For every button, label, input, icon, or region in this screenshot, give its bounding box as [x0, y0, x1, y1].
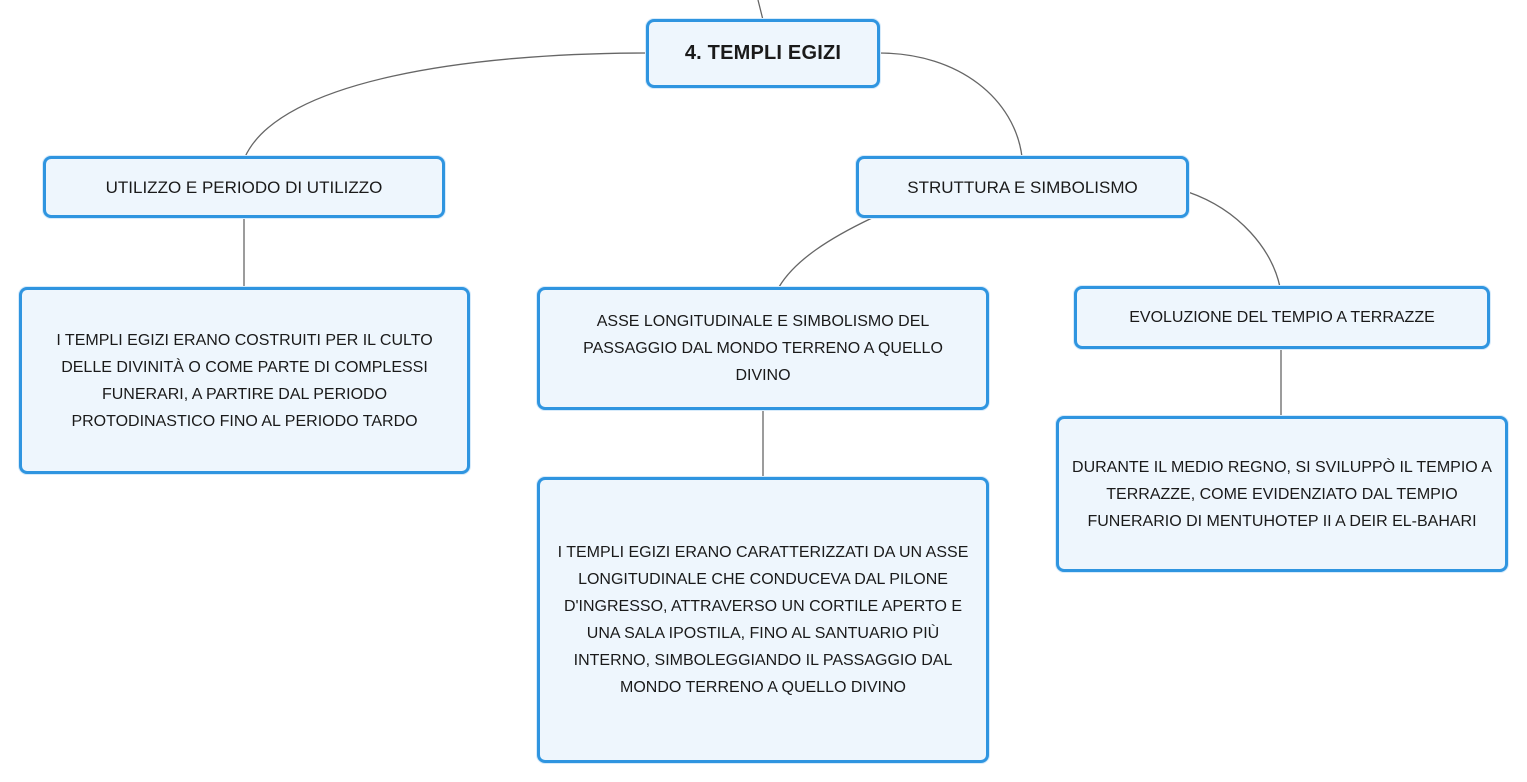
axis-detail-node[interactable]: I TEMPLI EGIZI ERANO CARATTERIZZATI DA U…: [537, 477, 989, 763]
usage-detail-text: I TEMPLI EGIZI ERANO COSTRUITI PER IL CU…: [56, 331, 433, 430]
terrace-detail-text: DURANTE IL MEDIO REGNO, SI SVILUPPÒ IL T…: [1072, 458, 1492, 530]
branch-usage-node[interactable]: UTILIZZO E PERIODO DI UTILIZZO: [43, 156, 445, 218]
terrace-evolution-node[interactable]: EVOLUZIONE DEL TEMPIO A TERRAZZE: [1074, 286, 1490, 349]
connector-right-to-axis: [778, 217, 873, 288]
root-node-label: 4. TEMPLI EGIZI: [684, 42, 842, 64]
terrace-evolution-label: EVOLUZIONE DEL TEMPIO A TERRAZZE: [1129, 309, 1435, 326]
connector-right-to-terrace: [1187, 191, 1281, 288]
connector-parent-to-root: [757, 0, 764, 21]
axis-detail-text: I TEMPLI EGIZI ERANO CARATTERIZZATI DA U…: [557, 544, 969, 696]
terrace-detail-node[interactable]: DURANTE IL MEDIO REGNO, SI SVILUPPÒ IL T…: [1056, 416, 1508, 572]
axis-symbolism-label: ASSE LONGITUDINALE E SIMBOLISMO DEL PASS…: [583, 313, 943, 384]
root-node[interactable]: 4. TEMPLI EGIZI: [646, 19, 880, 88]
connector-root-to-left: [244, 52, 649, 158]
branch-usage-label: UTILIZZO E PERIODO DI UTILIZZO: [105, 177, 383, 197]
branch-structure-node[interactable]: STRUTTURA E SIMBOLISMO: [856, 156, 1189, 218]
usage-detail-node[interactable]: I TEMPLI EGIZI ERANO COSTRUITI PER IL CU…: [19, 287, 470, 474]
axis-symbolism-node[interactable]: ASSE LONGITUDINALE E SIMBOLISMO DEL PASS…: [537, 287, 989, 410]
branch-structure-label: STRUTTURA E SIMBOLISMO: [907, 177, 1138, 197]
connector-root-to-right: [878, 52, 1023, 158]
